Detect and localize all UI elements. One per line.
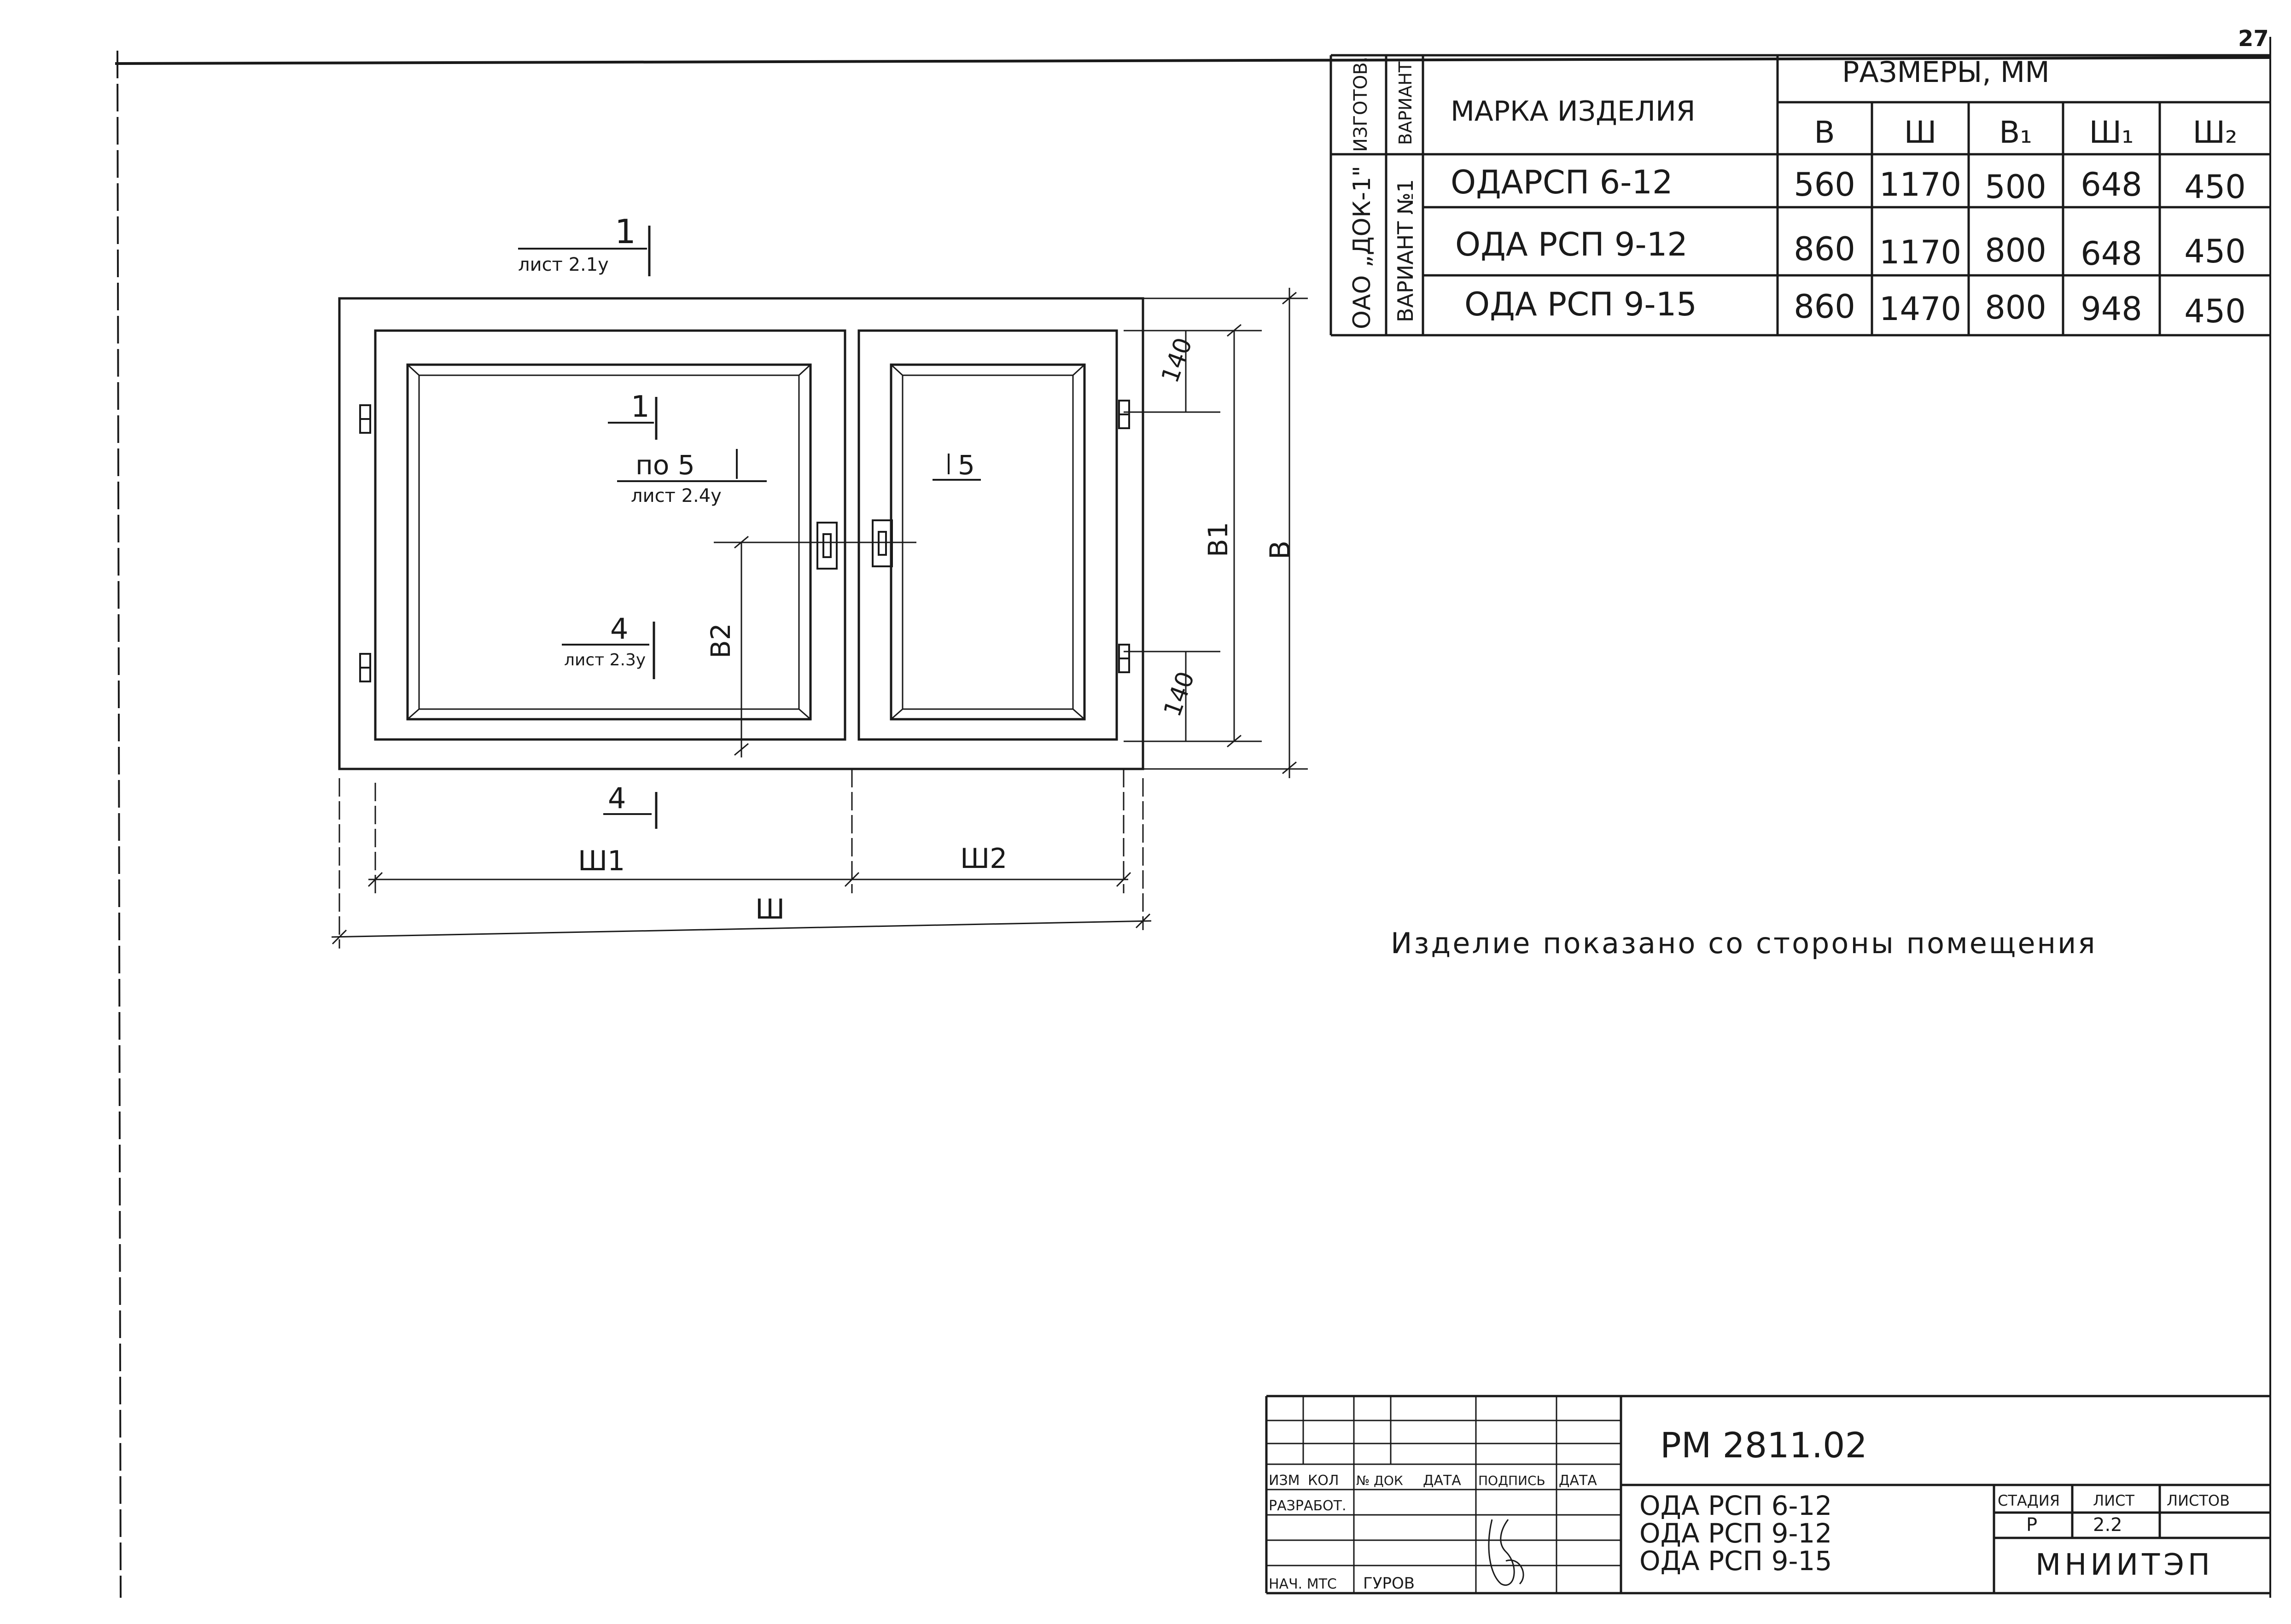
row-value: 800 <box>1985 232 2046 269</box>
size-header-b: В <box>1814 115 1835 150</box>
sheet-label: ЛИСТ <box>2093 1492 2134 1509</box>
section-marker-4-bottom: 4 <box>603 781 658 829</box>
col-label: ИЗМ <box>1269 1473 1300 1489</box>
product-item: ОДА РСП 6-12 <box>1639 1490 1832 1521</box>
variant-value: ВАРИАНТ №1 <box>1393 179 1418 322</box>
row-mark: ОДА РСП 9-15 <box>1464 285 1697 323</box>
row-value: 1470 <box>1879 290 1961 328</box>
hinge-icon <box>359 400 1130 682</box>
row-value: 860 <box>1794 230 1855 268</box>
row-value: 560 <box>1794 166 1855 204</box>
row-value: 1170 <box>1879 233 1961 271</box>
handle-icon <box>714 519 916 570</box>
col-label: КОЛ <box>1308 1473 1339 1489</box>
sheets-label: ЛИСТОВ <box>2167 1492 2230 1509</box>
product-item: ОДА РСП 9-15 <box>1639 1545 1832 1577</box>
window-elevation: 1 лист 2.1у 1 по 5 лист 2.4у 5 4 лист 2.… <box>331 212 1308 949</box>
section-number: по 5 <box>635 449 695 481</box>
section-marker-5-right: 5 <box>933 449 981 481</box>
spec-table: ИЗГОТОВ. ВАРИАНТ ОАО „ДОК-1" ВАРИАНТ №1 … <box>1329 54 2270 337</box>
title-block: ИЗМ КОЛ № ДОК ДАТА ПОДПИСЬ ДАТА РАЗРАБОТ… <box>1265 1395 2270 1595</box>
title-col-labels: ИЗМ КОЛ № ДОК ДАТА ПОДПИСЬ ДАТА <box>1269 1473 1597 1489</box>
row-mark: ОДАРСП 6-12 <box>1451 163 1673 201</box>
row-value: 500 <box>1985 168 2046 206</box>
row-value: 860 <box>1794 288 1855 326</box>
dim-b1: В1 <box>1202 522 1234 557</box>
table-row: ОДА РСП 9-12 860 1170 800 648 450 <box>1455 226 2246 273</box>
dim-sh1: Ш1 <box>578 845 625 877</box>
col-label: ДАТА <box>1559 1473 1597 1489</box>
section-marker-4: 4 лист 2.3у <box>562 612 655 679</box>
org-name: МНИИТЭП <box>2035 1548 2214 1582</box>
row-value: 948 <box>2081 290 2142 328</box>
table-row: ОДА РСП 9-15 860 1470 800 948 450 <box>1464 285 2246 330</box>
row-head: НАЧ. МТС <box>1269 1576 1337 1592</box>
signature <box>1488 1519 1524 1586</box>
size-header-sh2: Ш₂ <box>2192 115 2237 150</box>
row-value: 648 <box>2081 235 2142 273</box>
section-ref: лист 2.4у <box>631 485 722 506</box>
size-header-b1: В₁ <box>1999 115 2032 150</box>
dimension-lines <box>331 288 1308 949</box>
sheet-frame <box>115 37 2271 1598</box>
section-number: 5 <box>958 449 975 481</box>
row-value: 1170 <box>1879 166 1961 204</box>
size-header-sh1: Ш₁ <box>2089 115 2134 150</box>
row-value: 450 <box>2184 168 2246 206</box>
dim-140-bottom: 140 <box>1159 668 1200 721</box>
product-item: ОДА РСП 9-12 <box>1639 1518 1832 1549</box>
manufacturer-value: ОАО „ДОК-1" <box>1348 166 1376 329</box>
row-value: 450 <box>2184 233 2246 270</box>
section-ref: лист 2.1у <box>518 254 609 275</box>
dim-sh2: Ш2 <box>960 843 1007 875</box>
stage-value: Р <box>2026 1514 2037 1536</box>
dim-140-top: 140 <box>1156 334 1198 387</box>
col-label: ДАТА <box>1423 1473 1461 1489</box>
row-value: 800 <box>1985 289 2046 326</box>
col-manufacturer: ИЗГОТОВ. <box>1350 56 1371 152</box>
page-number: 27 <box>2238 26 2269 52</box>
stage-label: СТАДИЯ <box>1998 1492 2060 1509</box>
dim-b: В <box>1264 541 1296 559</box>
col-variant: ВАРИАНТ <box>1395 61 1416 145</box>
row-value: 450 <box>2184 292 2246 330</box>
col-sizes: РАЗМЕРЫ, ММ <box>1842 55 2050 89</box>
dim-b2: В2 <box>705 623 736 658</box>
section-marker-1-top: 1 лист 2.1у <box>518 212 651 276</box>
section-number: 4 <box>610 612 628 646</box>
col-label: ПОДПИСЬ <box>1478 1473 1545 1488</box>
product-list: ОДА РСП 6-12 ОДА РСП 9-12 ОДА РСП 9-15 <box>1639 1490 1832 1577</box>
head-name: ГУРОВ <box>1363 1574 1415 1593</box>
section-number: 4 <box>608 781 626 815</box>
section-number: 1 <box>631 390 650 424</box>
sheet-value: 2.2 <box>2093 1514 2122 1536</box>
doc-code: РМ 2811.02 <box>1660 1425 1867 1466</box>
section-marker-1-inner: 1 <box>608 390 658 440</box>
table-row: ОДАРСП 6-12 560 1170 500 648 450 <box>1451 163 2246 206</box>
col-mark: МАРКА ИЗДЕЛИЯ <box>1451 95 1696 128</box>
section-marker-5: по 5 лист 2.4у <box>617 449 767 506</box>
col-label: № ДОК <box>1356 1473 1403 1488</box>
row-developed: РАЗРАБОТ. <box>1269 1498 1347 1514</box>
row-value: 648 <box>2081 166 2142 204</box>
section-number: 1 <box>615 212 636 251</box>
dim-sh: Ш <box>755 893 785 926</box>
view-note: Изделие показано со стороны помещения <box>1391 926 2097 960</box>
size-headers: В Ш В₁ Ш₁ Ш₂ <box>1814 115 2237 150</box>
section-ref: лист 2.3у <box>564 651 646 669</box>
size-header-sh: Ш <box>1904 115 1937 150</box>
row-mark: ОДА РСП 9-12 <box>1455 226 1688 263</box>
